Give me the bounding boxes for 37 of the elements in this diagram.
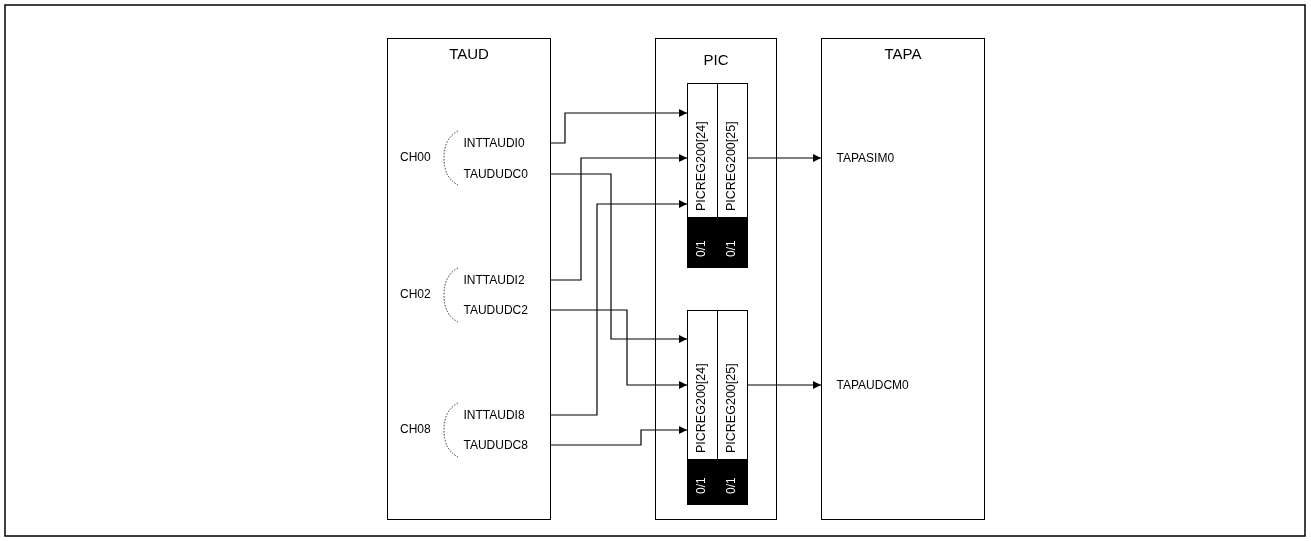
block-title: TAPA [883, 45, 923, 62]
bit-value: 0/1 [723, 476, 738, 494]
block-box [387, 38, 551, 520]
register-bit-box [716, 82, 748, 268]
register-name: PICREG200[25] [722, 362, 739, 453]
signal-name: INTTAUDI0 [462, 135, 525, 150]
arrow [550, 173, 688, 343]
block-box [655, 38, 777, 520]
block-title: TAUD [448, 45, 490, 62]
bit-value: 0/1 [693, 239, 708, 257]
signal-name: INTTAUDI2 [462, 272, 525, 287]
channel-label: CH02 [400, 287, 431, 301]
signal-name: TAUDUDC8 [462, 437, 528, 452]
register-bit-box [686, 309, 718, 505]
arrow [550, 200, 688, 416]
register-name: PICREG200[25] [722, 120, 739, 211]
bit-value: 0/1 [723, 239, 738, 257]
signal-name: TAPAUDCM0 [835, 377, 909, 392]
arrow [550, 109, 688, 144]
register-bit-box [686, 82, 718, 268]
channel-label: CH08 [400, 422, 431, 436]
arrow [550, 426, 688, 446]
arrow [747, 154, 822, 162]
register-bit-box [716, 309, 748, 505]
bit-value: 0/1 [693, 476, 708, 494]
signal-name: TAPASIM0 [835, 150, 895, 165]
block-box [821, 38, 985, 520]
register-name: PICREG200[24] [692, 120, 709, 211]
channel-label: CH00 [400, 150, 431, 164]
arrow [747, 381, 822, 389]
signal-name: TAUDUDC2 [462, 302, 528, 317]
signal-name: INTTAUDI8 [462, 407, 525, 422]
arrow [550, 154, 688, 281]
register-name: PICREG200[24] [692, 362, 709, 453]
signal-name: TAUDUDC0 [462, 166, 528, 181]
arrow [550, 309, 688, 389]
block-title: PIC [702, 51, 730, 68]
